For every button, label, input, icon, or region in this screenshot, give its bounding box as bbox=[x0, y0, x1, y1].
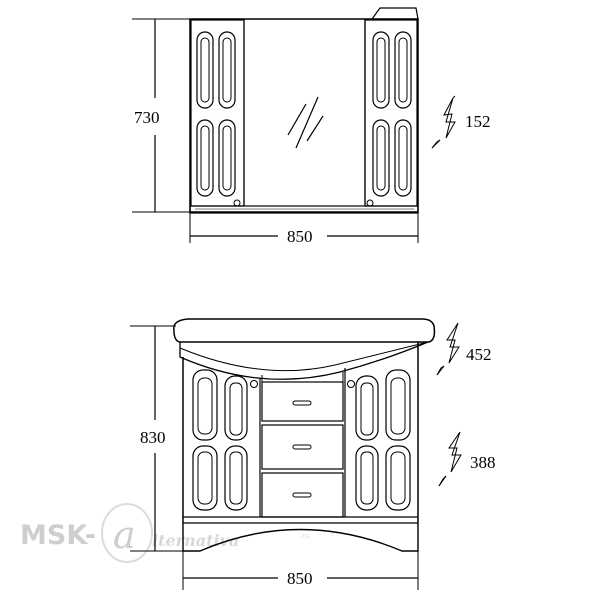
vanity-left-door bbox=[192, 369, 261, 517]
watermark-logo-icon: a bbox=[101, 503, 153, 563]
watermark: MSK- a lternativa .ru bbox=[20, 503, 310, 563]
watermark-brand: MSK- bbox=[20, 520, 96, 551]
depth-marker-top: 152 bbox=[431, 95, 491, 149]
height-label-bottom: 830 bbox=[140, 428, 166, 447]
knob-icon bbox=[250, 380, 258, 388]
depth-label-top: 152 bbox=[465, 112, 491, 131]
svg-text:a: a bbox=[113, 513, 136, 557]
depth-label-cabinet: 388 bbox=[470, 453, 496, 472]
dimension-height-bottom: 830 bbox=[130, 325, 183, 552]
drawer-handle-icon bbox=[292, 400, 312, 406]
depth-label-basin: 452 bbox=[466, 345, 492, 364]
knob-icon bbox=[233, 199, 241, 207]
mirror-cabinet: 730 850 152 bbox=[132, 7, 491, 246]
dimension-height-top: 730 bbox=[132, 18, 190, 213]
drawer-handle-icon bbox=[292, 492, 312, 498]
height-label-top: 730 bbox=[134, 108, 160, 127]
watermark-script: lternativa bbox=[152, 531, 239, 550]
depth-marker-cabinet: 388 bbox=[438, 431, 496, 487]
washbasin bbox=[173, 318, 436, 343]
vanity-cabinet: 830 850 452 388 bbox=[130, 318, 496, 590]
knob-icon bbox=[347, 380, 355, 388]
mirror-cabinet-left-door bbox=[190, 19, 245, 207]
depth-marker-top-basin: 452 bbox=[436, 322, 492, 376]
vanity-right-door bbox=[344, 368, 411, 517]
dimension-width-bottom: 850 bbox=[182, 551, 419, 590]
watermark-domain: .ru bbox=[300, 532, 310, 540]
knob-icon bbox=[366, 199, 374, 207]
mirror-cabinet-right-door bbox=[364, 19, 418, 207]
drawer-handle-icon bbox=[292, 444, 312, 450]
width-label-bottom: 850 bbox=[287, 569, 313, 588]
mirror-panel bbox=[243, 20, 366, 206]
width-label-top: 850 bbox=[287, 227, 313, 246]
dimension-width-top: 850 bbox=[189, 212, 419, 246]
vanity-drawers bbox=[261, 372, 344, 518]
